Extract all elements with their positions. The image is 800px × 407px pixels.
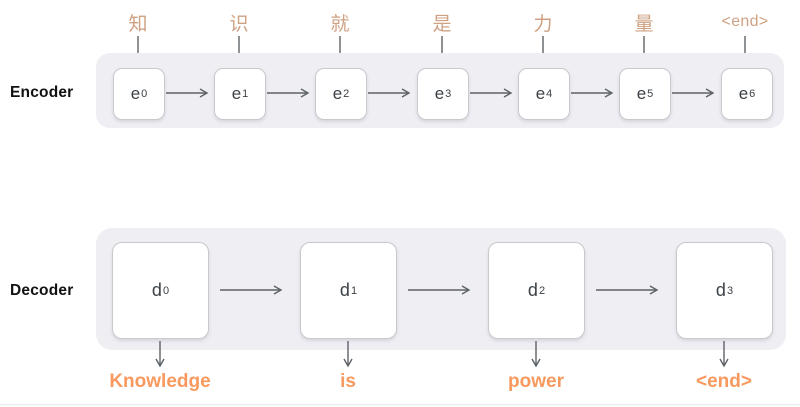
encoder-input-token: 识 (229, 14, 249, 35)
cell-label: d (715, 280, 726, 300)
arrow-right-icon (571, 88, 614, 98)
cell-label: e (535, 84, 546, 103)
decoder-section-label: Decoder (10, 282, 74, 299)
arrow-down-icon (155, 341, 165, 368)
cell-label: d (151, 280, 162, 300)
decoder-track (96, 228, 786, 350)
encoder-input-token: 就 (330, 14, 350, 35)
cell-label: e (738, 84, 749, 103)
arrow-right-icon (166, 88, 209, 98)
arrow-down-icon (343, 341, 353, 368)
encoder-input-token: 知 (128, 14, 148, 35)
arrow-right-icon (267, 88, 310, 98)
decoder-output-token: Knowledge (109, 371, 211, 392)
cell-label: e (332, 84, 343, 103)
bottom-divider (0, 404, 800, 405)
encoder-section-label: Encoder (10, 84, 74, 101)
decoder-output-token: power (508, 371, 564, 392)
decoder-output-token: is (340, 371, 356, 392)
arrow-right-icon (470, 88, 513, 98)
cell-label: e (231, 84, 242, 103)
encoder-input-token: 量 (634, 14, 654, 35)
cell-label: e (636, 84, 647, 103)
cell-label: d (339, 280, 350, 300)
arrow-down-icon (531, 341, 541, 368)
arrow-right-icon (368, 88, 411, 98)
decoder-output-token: <end> (696, 371, 752, 392)
cell-label: e (130, 84, 141, 103)
encoder-input-end-token: <end> (721, 13, 769, 30)
arrow-right-icon (408, 285, 471, 295)
arrow-down-icon (719, 341, 729, 368)
arrow-right-icon (220, 285, 283, 295)
arrow-right-icon (672, 88, 715, 98)
cell-label: e (434, 84, 445, 103)
arrow-right-icon (596, 285, 659, 295)
encoder-input-token: 是 (432, 14, 452, 35)
encoder-input-token: 力 (533, 14, 553, 35)
cell-label: d (527, 280, 538, 300)
